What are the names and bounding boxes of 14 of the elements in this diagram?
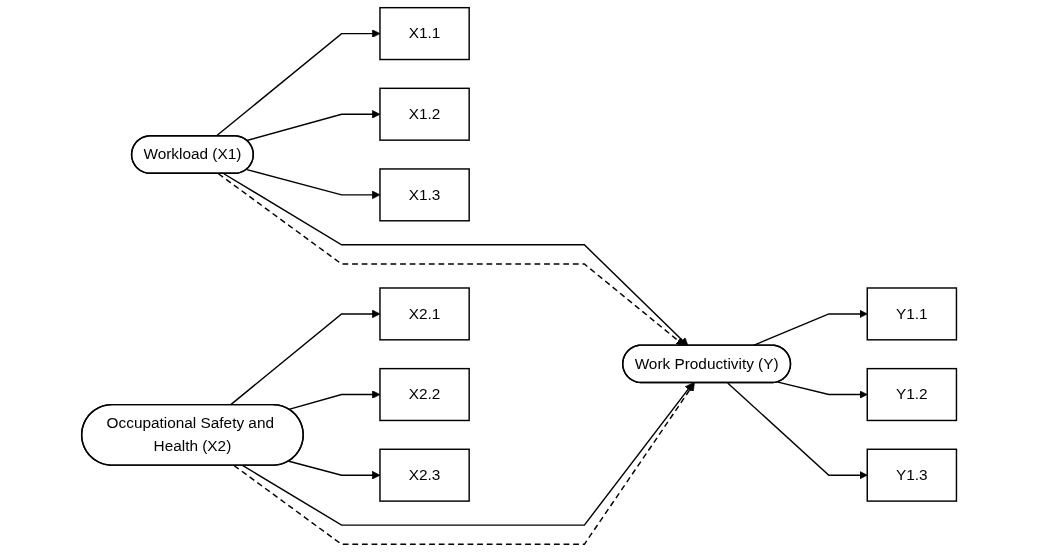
node-box: X1.2 [379, 87, 471, 141]
arrow [229, 309, 381, 406]
arrow [246, 110, 381, 142]
node-box: Y1.2 [866, 367, 958, 422]
node-box: Y1.1 [866, 287, 958, 341]
arrow [246, 168, 381, 200]
node-box: X2.3 [379, 448, 471, 502]
node-box: Y1.3 [866, 448, 958, 502]
node-box: X1.1 [379, 6, 471, 61]
node-box: X1.3 [379, 168, 471, 222]
node-box: X2.2 [379, 367, 471, 422]
arrow [288, 390, 381, 411]
arrow [288, 460, 381, 480]
node-box: X2.1 [379, 287, 471, 341]
